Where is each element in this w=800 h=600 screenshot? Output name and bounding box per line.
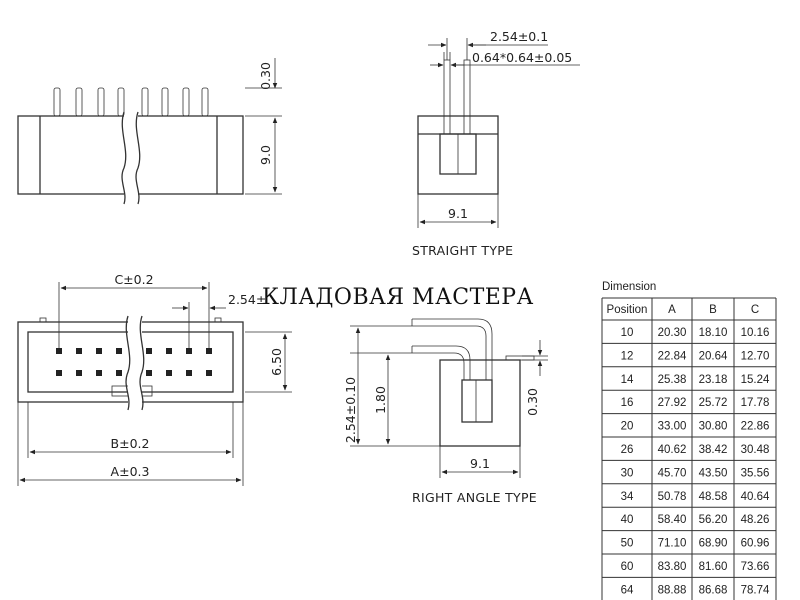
- table-cell: 86.68: [699, 584, 728, 596]
- table-header-cell: C: [751, 304, 759, 316]
- table-cell: 27.92: [658, 397, 687, 409]
- table-cell: 22.84: [658, 350, 687, 362]
- table-cell: 45.70: [658, 467, 687, 479]
- table-cell: 16: [621, 397, 634, 409]
- right-angle-type-title: RIGHT ANGLE TYPE: [412, 490, 537, 505]
- dim-row-height: 6.50: [269, 348, 284, 376]
- table-cell: 12.70: [741, 350, 770, 362]
- watermark-text: КЛАДОВАЯ МАСТЕРА: [262, 285, 534, 310]
- table-cell: 60.96: [741, 538, 770, 550]
- table-cell: 81.60: [699, 561, 728, 573]
- table-cell: 23.18: [699, 374, 728, 386]
- table-cell: 56.20: [699, 514, 728, 526]
- straight-type-title: STRAIGHT TYPE: [412, 243, 513, 258]
- table-header-cell: Position: [607, 304, 648, 316]
- table-cell: 68.90: [699, 538, 728, 550]
- table-cell: 12: [621, 350, 634, 362]
- dim-straight-pitch: 2.54±0.1: [490, 29, 548, 44]
- straight-type-end-view: 2.54±0.1 0.64*0.64±0.05 9.1 STRAIGHT TYP…: [412, 29, 580, 258]
- table-cell: 17.78: [741, 397, 770, 409]
- dim-front-pitch: 2.54±: [228, 292, 266, 307]
- dim-body-height: 9.0: [258, 145, 273, 165]
- table-cells: Position A B C 10 20.30 18.10 10.16 12 22.84 20.64…: [607, 304, 770, 596]
- table-cell: 38.42: [699, 444, 728, 456]
- break-line-right: [135, 111, 141, 205]
- table-cell: 40: [621, 514, 634, 526]
- table-cell: 43.50: [699, 467, 728, 479]
- table-cell: 10.16: [741, 327, 770, 339]
- dim-right-angle-pin: 0.30: [525, 388, 540, 416]
- table-cell: 40.64: [741, 491, 770, 503]
- table-cell: 25.38: [658, 374, 687, 386]
- right-angle-body: [439, 359, 521, 447]
- table-cell: 30: [621, 467, 634, 479]
- break-line-left: [121, 111, 127, 205]
- table-title: Dimension: [602, 281, 656, 293]
- dim-a: A±0.3: [111, 464, 150, 479]
- table-cell: 30.48: [741, 444, 770, 456]
- dim-pin-height: 0.30: [258, 62, 273, 90]
- right-angle-view: 2.54±0.10 1.80 0.30 9.1 RIGHT ANGLE TYPE: [343, 318, 548, 505]
- table-cell: 48.26: [741, 514, 770, 526]
- table-cell: 26: [621, 444, 634, 456]
- end-view-body: [417, 115, 499, 195]
- table-cell: 50.78: [658, 491, 687, 503]
- table-cell: 14: [621, 374, 634, 386]
- table-cell: 83.80: [658, 561, 687, 573]
- pin-array: [56, 348, 212, 376]
- table-cell: 10: [621, 327, 634, 339]
- dim-pin-size: 0.64*0.64±0.05: [472, 50, 572, 65]
- table-cell: 18.10: [699, 327, 728, 339]
- table-cell: 30.80: [699, 421, 728, 433]
- table-cell: 33.00: [658, 421, 687, 433]
- table-cell: 73.66: [741, 561, 770, 573]
- table-cell: 40.62: [658, 444, 687, 456]
- table-cell: 22.86: [741, 421, 770, 433]
- table-cell: 64: [621, 584, 634, 596]
- table-grid: [601, 297, 777, 600]
- header-pins: [53, 87, 209, 117]
- table-cell: 50: [621, 538, 634, 550]
- table-cell: 71.10: [658, 538, 687, 550]
- table-cell: 48.58: [699, 491, 728, 503]
- table-cell: 60: [621, 561, 634, 573]
- side-view-straight: 0.30 9.0: [17, 58, 282, 205]
- table-cell: 34: [621, 491, 634, 503]
- dimension-table: Dimension Position A B C 10 20.30 18.10 10.16 12…: [601, 281, 777, 600]
- table-cell: 20.30: [658, 327, 687, 339]
- table-header-cell: A: [668, 304, 676, 316]
- table-cell: 88.88: [658, 584, 687, 596]
- dim-b: B±0.2: [111, 436, 150, 451]
- table-cell: 35.56: [741, 467, 770, 479]
- dim-right-angle-width: 9.1: [470, 456, 490, 471]
- table-cell: 20: [621, 421, 634, 433]
- table-cell: 25.72: [699, 397, 728, 409]
- dim-right-angle-offset: 2.54±0.10: [343, 377, 358, 443]
- table-cell: 78.74: [741, 584, 770, 596]
- dim-right-angle-height: 1.80: [373, 386, 388, 414]
- table-cell: 58.40: [658, 514, 687, 526]
- dim-straight-width: 9.1: [448, 206, 468, 221]
- table-cell: 20.64: [699, 350, 728, 362]
- dim-c: C±0.2: [114, 272, 153, 287]
- table-cell: 15.24: [741, 374, 770, 386]
- front-view: C±0.2 2.54± 6.50 B±0.2 A±0.3: [17, 272, 292, 486]
- table-header-cell: B: [709, 304, 717, 316]
